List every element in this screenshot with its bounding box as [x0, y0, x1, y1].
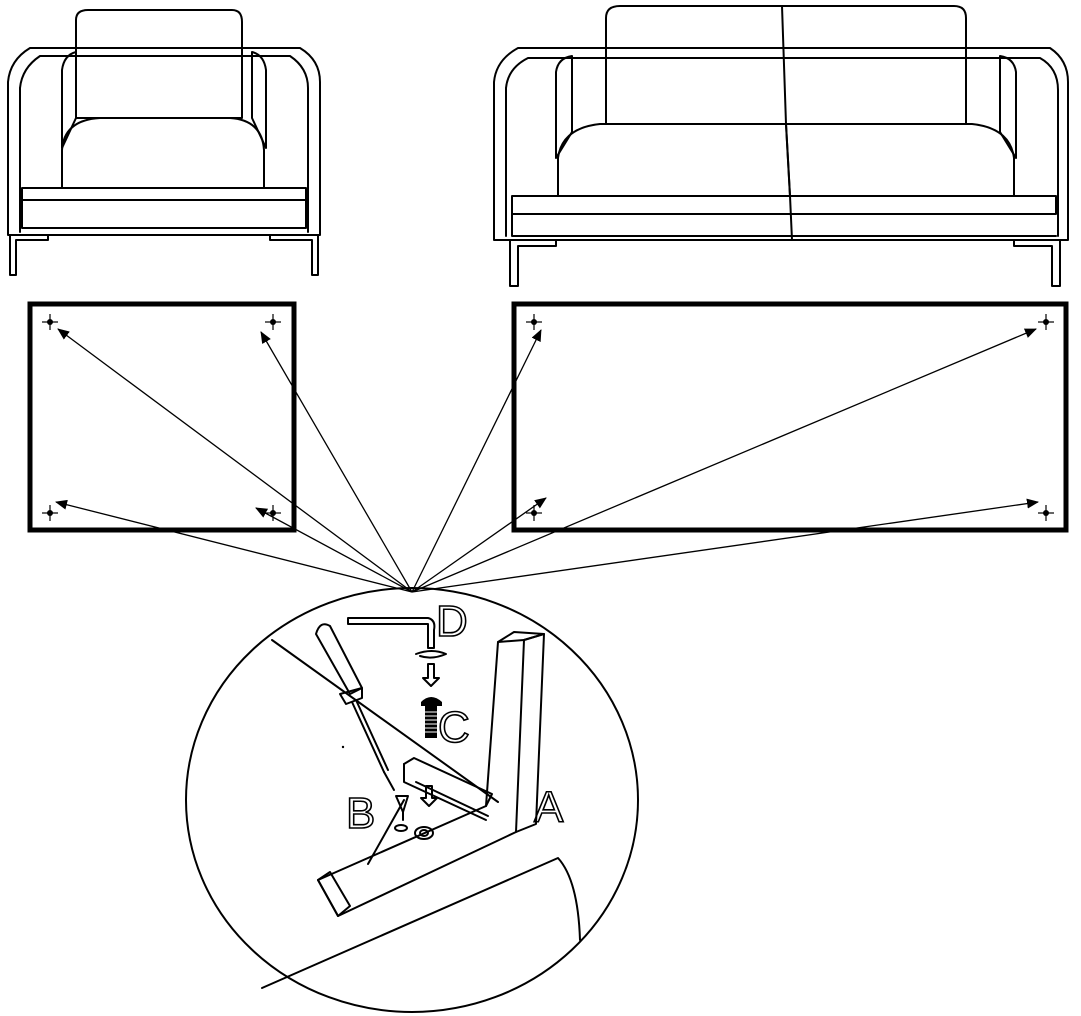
down-arrow-icon: [422, 663, 440, 687]
down-arrow-icon: [420, 785, 438, 807]
armchair-illustration: [7, 9, 321, 276]
arrow: [411, 497, 547, 593]
leg-part-a: [317, 631, 545, 917]
arrow: [411, 498, 1039, 593]
mounting-point: [42, 314, 58, 330]
arrow: [260, 331, 413, 593]
mounting-point: [1038, 505, 1054, 521]
leg-assembly-detail: A B C D: [185, 587, 639, 1013]
screwdriver-icon: [315, 623, 395, 791]
arrow: [57, 328, 413, 593]
arrow: [411, 328, 1037, 593]
sofa-base-frame: [511, 301, 1069, 533]
arrow: [55, 499, 413, 593]
label-a: A: [534, 783, 564, 832]
mounting-point: [42, 505, 58, 521]
armchair-base-frame: [27, 301, 297, 533]
bolt-part-c: [421, 697, 442, 738]
mounting-point: [526, 505, 542, 521]
hex-key-part-d: [347, 617, 447, 687]
mounting-point: [526, 314, 542, 330]
mounting-point: [265, 314, 281, 330]
bolt-hole: [419, 829, 429, 837]
bolt-hole: [414, 826, 434, 840]
sofa-illustration: [493, 5, 1069, 287]
leg-position-arrows: [55, 328, 1039, 593]
arrow: [255, 507, 413, 593]
label-d: D: [436, 597, 468, 646]
label-c: C: [438, 703, 470, 752]
mounting-points: [42, 314, 1054, 521]
label-b: B: [346, 789, 375, 838]
mounting-point: [1038, 314, 1054, 330]
screw-part-b: [394, 795, 409, 832]
detail-circle: [185, 587, 639, 1013]
mounting-point: [265, 505, 281, 521]
arrow: [411, 329, 542, 593]
